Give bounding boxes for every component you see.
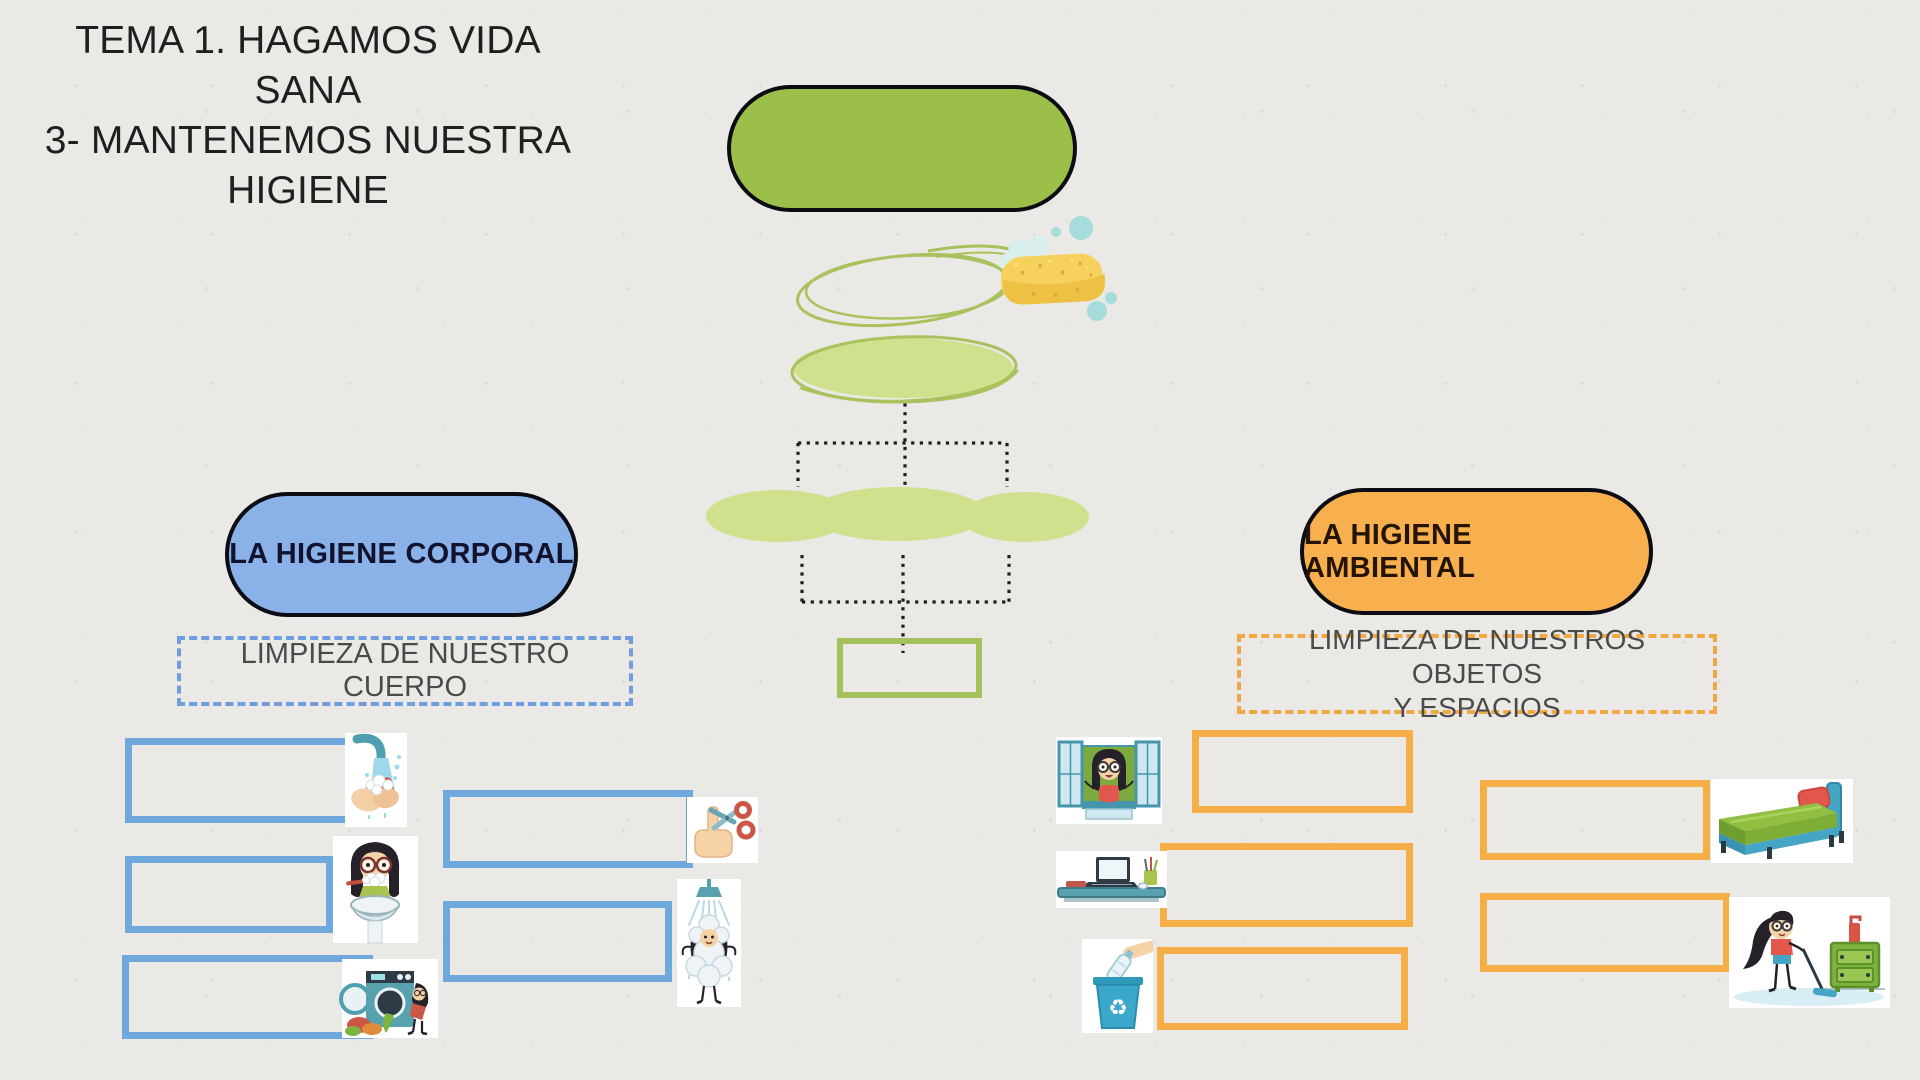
answer-box-ambiental-5[interactable] <box>1480 893 1730 972</box>
branch-title-ambiental: LA HIGIENE AMBIENTAL <box>1300 488 1653 615</box>
answer-box-corporal-4[interactable] <box>443 790 693 868</box>
shower-icon <box>681 879 737 1005</box>
svg-text:♻: ♻ <box>1108 996 1128 1021</box>
dust-furniture-image <box>1729 897 1890 1008</box>
desk-laptop-icon <box>1057 857 1166 902</box>
subtitle-box-corporal: LIMPIEZA DE NUESTRO CUERPO <box>177 636 633 706</box>
cutting-nails-image <box>687 797 758 863</box>
answer-box-corporal-3[interactable] <box>122 955 373 1039</box>
brushing-teeth-icon <box>346 842 400 944</box>
page-title: TEMA 1. HAGAMOS VIDA SANA 3- MANTENEMOS … <box>18 16 598 216</box>
branch-title-corporal-label: LA HIGIENE CORPORAL <box>229 538 574 570</box>
subtitle-ambiental-line2: Y ESPACIOS <box>1393 692 1561 723</box>
subtitle-ambiental-line1: LIMPIEZA DE NUESTROS OBJETOS <box>1308 624 1646 689</box>
answer-box-ambiental-4[interactable] <box>1480 780 1710 860</box>
taking-shower-image <box>677 879 741 1007</box>
brushing-teeth-image <box>333 836 418 944</box>
answer-box-ambiental-2[interactable] <box>1160 843 1413 927</box>
clean-desk-image <box>1056 851 1167 908</box>
root-node-box[interactable] <box>727 85 1077 212</box>
mopping-girl-icon <box>1734 910 1885 1006</box>
page-title-line2: 3- MANTENEMOS NUESTRA HIGIENE <box>44 119 572 212</box>
subtitle-corporal-label: LIMPIEZA DE NUESTRO CUERPO <box>240 638 570 703</box>
washing-hands-image <box>345 733 407 827</box>
make-bed-image <box>1711 779 1853 863</box>
recycle-bin-icon: ♻ <box>1093 940 1153 1029</box>
branch-title-ambiental-label: LA HIGIENE AMBIENTAL <box>1304 518 1476 584</box>
subtitle-box-ambiental: LIMPIEZA DE NUESTROS OBJETOS Y ESPACIOS <box>1237 624 1717 723</box>
sponge-icon <box>1000 216 1117 321</box>
recycle-bottle-image: ♻ <box>1082 939 1153 1033</box>
green-blob-node[interactable] <box>703 486 1091 548</box>
answer-box-ambiental-3[interactable] <box>1157 947 1408 1030</box>
answer-box-corporal-1[interactable] <box>125 738 367 823</box>
green-ellipse-node[interactable] <box>788 332 1023 407</box>
washing-clothes-image <box>339 959 438 1038</box>
answer-box-corporal-2[interactable] <box>125 856 333 933</box>
dotted-connector-lines <box>796 386 1011 653</box>
answer-box-corporal-5[interactable] <box>443 901 672 982</box>
bed-icon <box>1719 782 1844 859</box>
answer-slot-center[interactable] <box>837 638 982 698</box>
page-title-line1: TEMA 1. HAGAMOS VIDA SANA <box>75 19 541 112</box>
open-window-image <box>1056 737 1162 824</box>
branch-title-corporal: LA HIGIENE CORPORAL <box>225 492 578 617</box>
sketch-ellipse-outline[interactable] <box>790 240 1025 335</box>
washing-machine-icon <box>339 971 429 1036</box>
washing-hands-icon <box>351 733 401 819</box>
answer-box-ambiental-1[interactable] <box>1192 730 1413 813</box>
open-window-icon <box>1057 740 1161 820</box>
nail-scissors-icon <box>694 801 756 858</box>
